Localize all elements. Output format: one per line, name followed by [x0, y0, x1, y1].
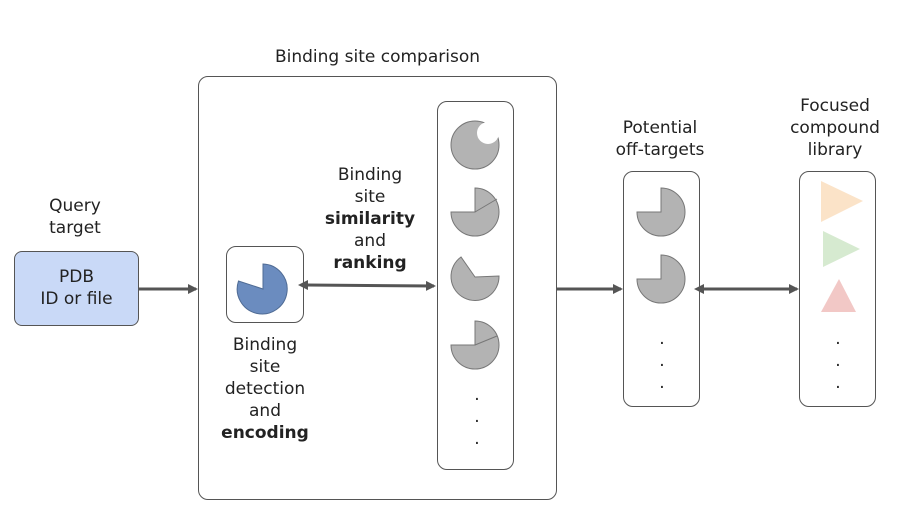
- arrow-detected-to-candidates: [298, 280, 436, 291]
- offtargets-label: Potential off-targets: [615, 118, 705, 160]
- query-target-label: Query target: [49, 196, 101, 238]
- library-label: Focused compound library: [790, 96, 880, 160]
- compound-triangle-green: [823, 231, 860, 267]
- candidate-site-2: [450, 187, 500, 237]
- diagram-title: Binding site comparison: [274, 47, 480, 67]
- candidate-site-1: [450, 120, 500, 170]
- offtarget-site-1: [636, 187, 686, 237]
- query-input-box: [14, 251, 139, 326]
- detection-label: Binding site detection and encoding: [221, 335, 309, 443]
- candidates-ellipsis: ...: [474, 385, 480, 449]
- candidate-site-4: [450, 320, 500, 370]
- candidate-site-3: [450, 256, 500, 301]
- similarity-label: Binding site similarity and ranking: [324, 165, 416, 273]
- compound-triangle-red: [821, 279, 856, 312]
- compound-triangle-orange: [821, 181, 863, 222]
- offtarget-site-2: [636, 254, 686, 304]
- detected-site-shape: [236, 263, 288, 315]
- offtargets-ellipsis: ...: [659, 329, 665, 393]
- library-ellipsis: ...: [835, 329, 841, 393]
- query-input-text: PDB ID or file: [40, 267, 113, 309]
